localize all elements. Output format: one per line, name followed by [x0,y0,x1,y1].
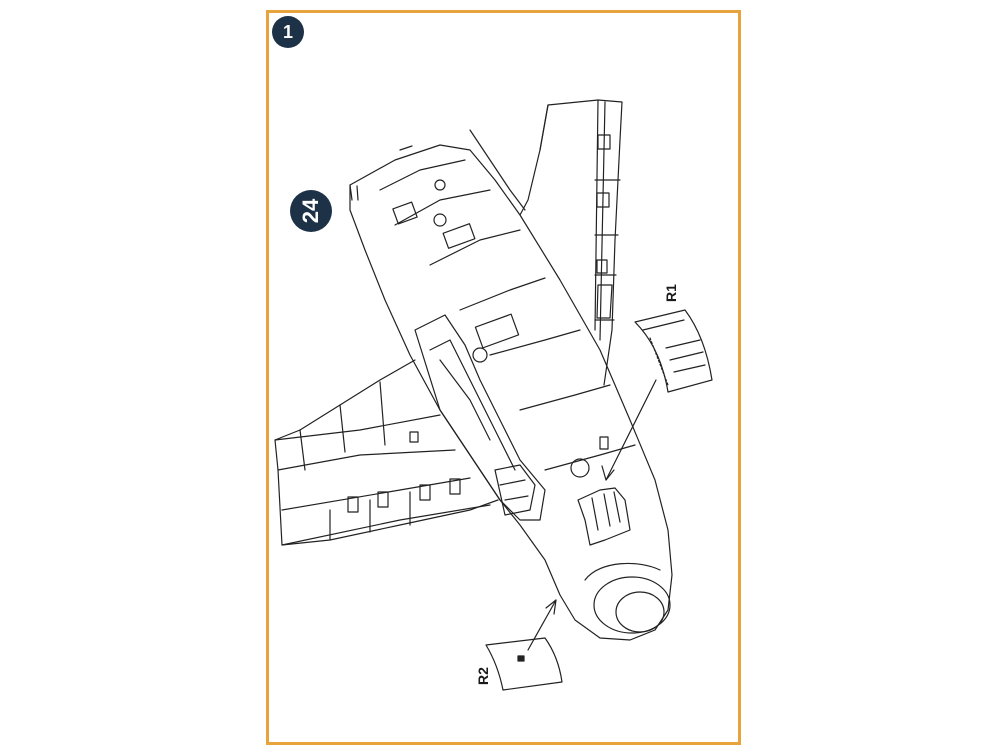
left-wing-outline [274,359,499,546]
instruction-frame [266,10,741,745]
step-number: 1 [282,21,293,42]
fuselage-outline [349,129,673,641]
step-number-badge: 1 [272,16,304,48]
arrow-r2 [527,599,557,651]
part-r1-drawing [634,309,713,393]
part-label-r2: R2 [474,667,491,685]
fuselage-panel-target [577,487,631,546]
right-wing-outline [519,99,623,386]
arrow-r1 [601,379,657,481]
part-r2-drawing [485,637,563,691]
part-label-r1: R1 [662,284,679,302]
